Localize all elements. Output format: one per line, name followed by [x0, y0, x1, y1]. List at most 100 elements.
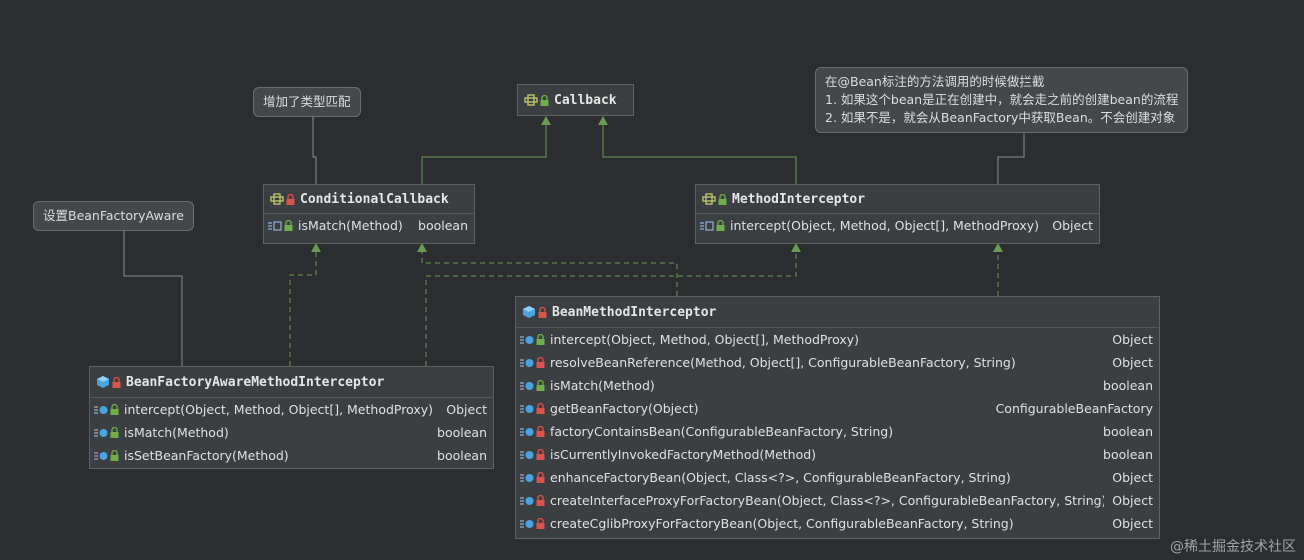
lock-icon: [536, 472, 545, 483]
lock-icon: [716, 220, 725, 231]
note-connector-bean-intercept: [997, 129, 1025, 184]
method-icon: [94, 427, 119, 439]
method-row[interactable]: createInterfaceProxyForFactoryBean(Objec…: [516, 489, 1159, 512]
method-row[interactable]: isMatch(Method) boolean: [90, 421, 493, 444]
method-return-type: Object: [1112, 516, 1153, 531]
note-line-1: 在@Bean标注的方法调用的时候做拦截: [825, 74, 1045, 89]
lock-icon: [536, 495, 545, 506]
method-signature: createCglibProxyForFactoryBean(Object, C…: [550, 516, 1014, 531]
method-icon: [94, 404, 119, 416]
method-signature: resolveBeanReference(Method, Object[], C…: [550, 355, 1016, 370]
class-name: BeanFactoryAwareMethodInterceptor: [126, 374, 385, 390]
method-return-type: boolean: [1103, 424, 1153, 439]
class-icon: [522, 305, 547, 319]
note-type-match: 增加了类型匹配: [253, 87, 361, 117]
lock-icon: [284, 220, 293, 231]
method-signature: isMatch(Method): [550, 378, 655, 393]
method-row[interactable]: createCglibProxyForFactoryBean(Object, C…: [516, 512, 1159, 535]
method-return-type: boolean: [1103, 447, 1153, 462]
method-row[interactable]: factoryContainsBean(ConfigurableBeanFact…: [516, 420, 1159, 443]
method-row[interactable]: intercept(Object, Method, Object[], Meth…: [696, 214, 1099, 237]
method-icon: [520, 380, 545, 392]
method-signature: intercept(Object, Method, Object[], Meth…: [124, 402, 434, 417]
implements-bfa-conditional: [289, 243, 321, 366]
interface-icon: [524, 94, 549, 106]
method-row[interactable]: resolveBeanReference(Method, Object[], C…: [516, 351, 1159, 374]
method-row[interactable]: isMatch(Method) boolean: [516, 374, 1159, 397]
method-signature: isMatch(Method): [298, 218, 403, 233]
method-signature: factoryContainsBean(ConfigurableBeanFact…: [550, 424, 894, 439]
lock-icon: [110, 450, 119, 461]
method-icon: [520, 495, 545, 507]
class-name: Callback: [554, 92, 617, 108]
note-bean-factory-aware: 设置BeanFactoryAware: [33, 201, 194, 231]
note-line-2: 1. 如果这个bean是正在创建中，就会走之前的创建bean的流程: [825, 92, 1179, 107]
method-icon: [94, 450, 119, 462]
method-return-type: Object: [446, 402, 487, 417]
method-signature: isCurrentlyInvokedFactoryMethod(Method): [550, 447, 817, 462]
lock-icon: [112, 376, 121, 388]
method-row[interactable]: isSetBeanFactory(Method) boolean: [90, 444, 493, 467]
lock-icon: [110, 404, 119, 415]
lock-icon: [110, 427, 119, 438]
method-signature: getBeanFactory(Object): [550, 401, 699, 416]
callback-box[interactable]: Callback: [517, 84, 634, 116]
lock-icon: [536, 449, 545, 460]
bfa-interceptor-box[interactable]: BeanFactoryAwareMethodInterceptor interc…: [89, 366, 494, 469]
method-return-type: boolean: [418, 218, 468, 233]
note-connector-bfa: [123, 228, 183, 366]
method-signature: isSetBeanFactory(Method): [124, 448, 289, 463]
method-row[interactable]: enhanceFactoryBean(Object, Class<?>, Con…: [516, 466, 1159, 489]
method-icon: [520, 357, 545, 369]
conditional-callback-box[interactable]: ConditionalCallback isMatch(Method) bool…: [263, 184, 475, 244]
lock-icon: [538, 306, 547, 318]
method-return-type: Object: [1112, 493, 1153, 508]
method-return-type: boolean: [1103, 378, 1153, 393]
lock-icon: [536, 426, 545, 437]
class-name: MethodInterceptor: [732, 191, 866, 207]
method-row[interactable]: getBeanFactory(Object) ConfigurableBeanFa…: [516, 397, 1159, 420]
extends-conditional-callback: [421, 116, 551, 184]
method-icon: [520, 334, 545, 346]
lock-icon: [536, 403, 545, 414]
method-return-type: Object: [1112, 470, 1153, 485]
bean-method-interceptor-box[interactable]: BeanMethodInterceptor intercept(Object, …: [515, 296, 1160, 539]
lock-icon: [536, 380, 545, 391]
note-connector-type-match: [312, 113, 317, 184]
method-return-type: Object: [1112, 332, 1153, 347]
lock-icon: [540, 94, 549, 106]
method-return-type: boolean: [437, 425, 487, 440]
method-signature: enhanceFactoryBean(Object, Class<?>, Con…: [550, 470, 1011, 485]
method-interceptor-box[interactable]: MethodInterceptor intercept(Object, Meth…: [695, 184, 1100, 244]
abstract-method-icon: [700, 220, 725, 232]
lock-icon: [718, 193, 727, 205]
method-icon: [520, 518, 545, 530]
method-signature: intercept(Object, Method, Object[], Meth…: [730, 218, 1040, 233]
abstract-method-icon: [268, 220, 293, 232]
lock-icon: [286, 193, 295, 205]
method-signature: createInterfaceProxyForFactoryBean(Objec…: [550, 493, 1105, 508]
method-return-type: Object: [1052, 218, 1093, 233]
method-return-type: ConfigurableBeanFactory: [995, 401, 1153, 416]
method-signature: isMatch(Method): [124, 425, 229, 440]
method-icon: [520, 472, 545, 484]
note-bean-intercept: 在@Bean标注的方法调用的时候做拦截 1. 如果这个bean是正在创建中，就会…: [815, 67, 1189, 133]
implements-bean-conditional: [417, 243, 678, 296]
method-row[interactable]: isMatch(Method) boolean: [264, 214, 474, 237]
method-return-type: Object: [1112, 355, 1153, 370]
extends-method-interceptor: [598, 116, 797, 184]
method-icon: [520, 449, 545, 461]
class-name: BeanMethodInterceptor: [552, 304, 717, 320]
class-name: ConditionalCallback: [300, 191, 449, 207]
watermark: @稀土掘金技术社区: [1170, 539, 1296, 555]
method-row[interactable]: intercept(Object, Method, Object[], Meth…: [90, 398, 493, 421]
method-icon: [520, 403, 545, 415]
method-return-type: boolean: [437, 448, 487, 463]
method-row[interactable]: isCurrentlyInvokedFactoryMethod(Method) b…: [516, 443, 1159, 466]
class-icon: [96, 375, 121, 389]
interface-icon: [270, 193, 295, 205]
note-line-3: 2. 如果不是，就会从BeanFactory中获取Bean。不会创建对象: [825, 110, 1176, 125]
lock-icon: [536, 518, 545, 529]
method-row[interactable]: intercept(Object, Method, Object[], Meth…: [516, 328, 1159, 351]
